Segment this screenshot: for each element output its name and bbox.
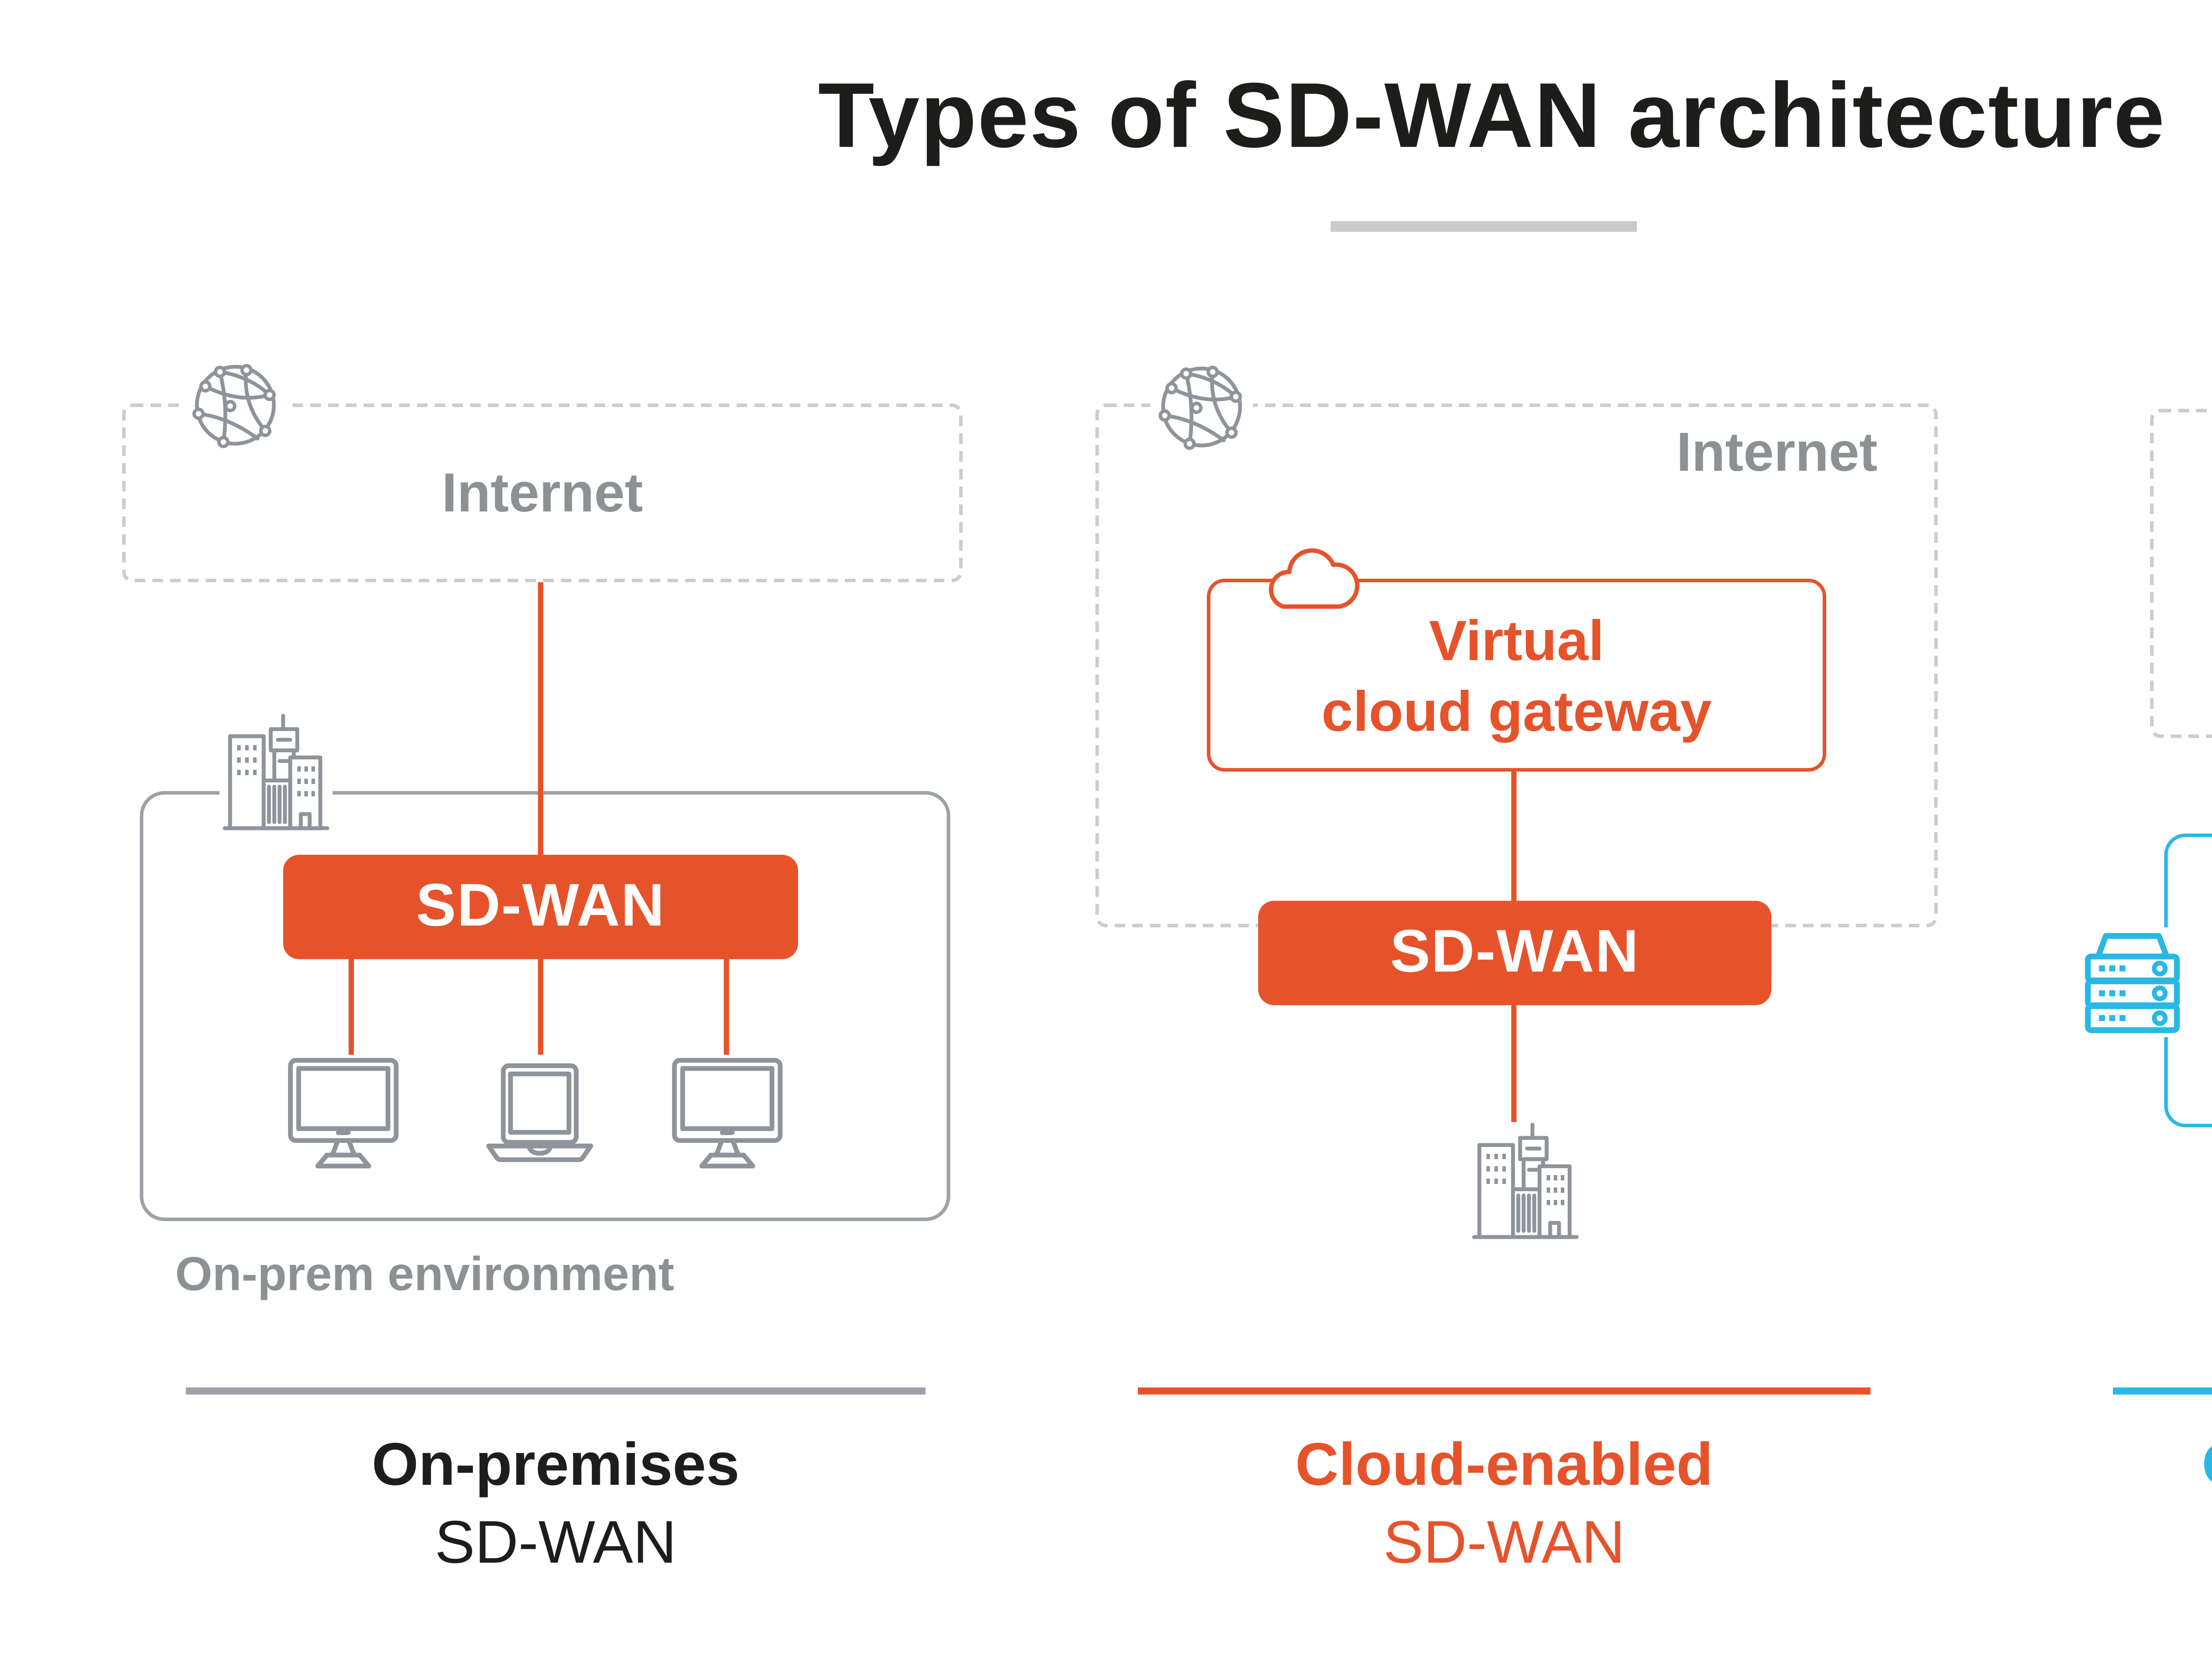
sdwan-box: SD-WAN — [283, 855, 798, 959]
column-divider — [1138, 1387, 1870, 1395]
column-divider — [186, 1387, 926, 1395]
caption-line2: backbone SD-WAN — [2113, 1504, 2212, 1582]
connector-sdwan-to-device-1 — [349, 959, 353, 1055]
laptop-icon — [481, 1062, 598, 1164]
buildings-icon — [1469, 1122, 1582, 1242]
buildings-icon — [219, 713, 333, 834]
virtual-cloud-gateway-box — [1207, 579, 1826, 772]
page-title: Types of SD-WAN architecture — [818, 65, 2166, 168]
globe-network-icon — [1150, 354, 1253, 457]
environment-label: On-prem environment — [175, 1248, 675, 1301]
sdwan-box: SD-WAN — [1258, 901, 1771, 1005]
caption-line2: SD-WAN — [1383, 1510, 1625, 1577]
caption-line1: Cloud-enabled — [1295, 1432, 1713, 1499]
public-internet-label: Public internet — [2150, 584, 2212, 704]
internet-label: Internet — [1676, 421, 1878, 483]
column-caption: On-premises SD-WAN — [186, 1426, 926, 1582]
caption-line1: Cloud-enabled with — [2113, 1426, 2212, 1504]
title-underline — [1331, 221, 1637, 232]
server-stack-icon — [2079, 927, 2185, 1037]
column-caption: Cloud-enabled SD-WAN — [1138, 1426, 1870, 1582]
connector-internet-to-sdwan — [538, 582, 542, 855]
connector-sdwan-to-device-2 — [538, 959, 542, 1055]
globe-network-icon — [184, 352, 287, 455]
connector-gateway-to-sdwan — [1511, 772, 1516, 901]
caption-line1: On-premises — [372, 1432, 740, 1499]
column-caption: Cloud-enabled with backbone SD-WAN — [2113, 1426, 2212, 1582]
public-internet-box — [2150, 409, 2212, 738]
caption-line2: SD-WAN — [434, 1510, 677, 1577]
monitor-icon — [667, 1055, 787, 1172]
connector-sdwan-to-site — [1511, 1005, 1516, 1122]
pop-label: PoP (point of presence) — [2164, 1058, 2212, 1113]
connector-sdwan-to-device-3 — [724, 959, 728, 1055]
virtual-cloud-gateway-label: Virtual cloud gateway — [1321, 608, 1712, 742]
cloud-icon — [1258, 542, 1364, 616]
monitor-icon — [283, 1055, 403, 1172]
internet-label: Internet — [442, 461, 643, 523]
column-divider — [2113, 1387, 2212, 1395]
